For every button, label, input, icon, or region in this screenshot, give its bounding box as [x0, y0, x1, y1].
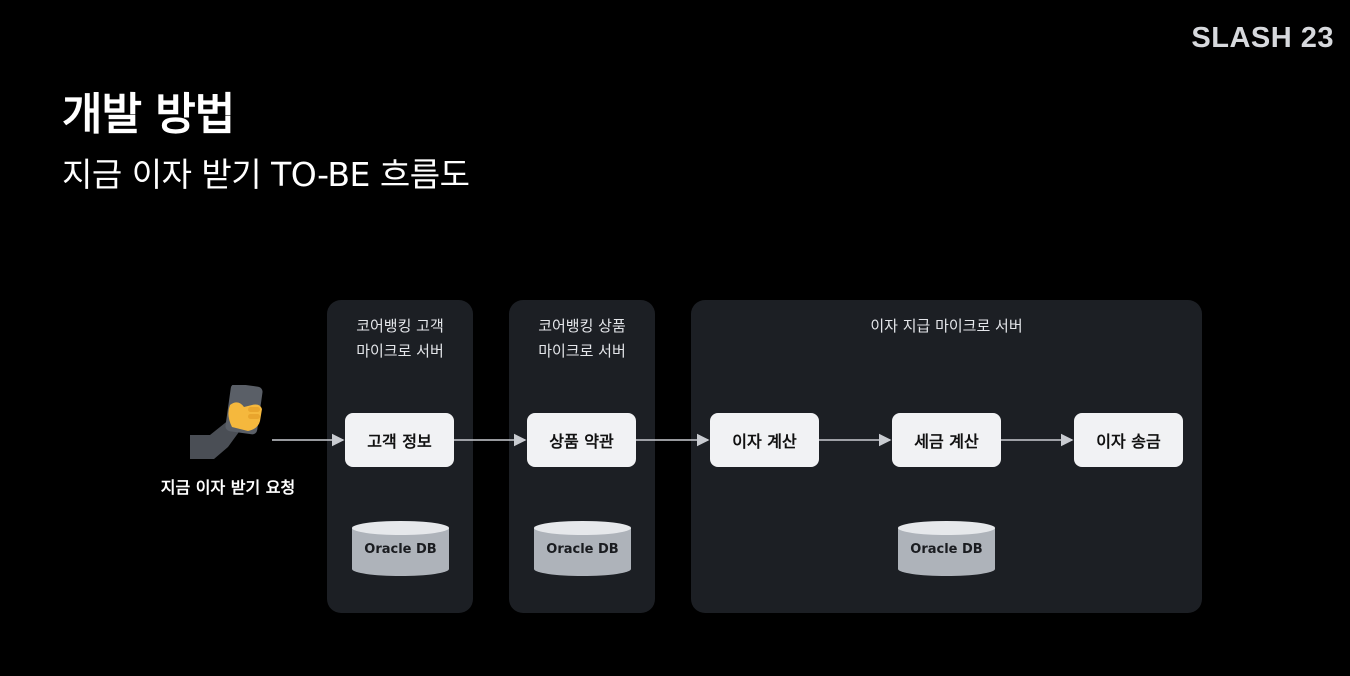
database-interest-payment: Oracle DB	[898, 521, 995, 577]
database-core-product: Oracle DB	[534, 521, 631, 577]
node-interest-transfer: 이자 송금	[1074, 413, 1183, 467]
brand-logo: SLASH 23	[1191, 22, 1334, 54]
node-product-terms: 상품 약관	[527, 413, 636, 467]
database-core-customer: Oracle DB	[352, 521, 449, 577]
database-label: Oracle DB	[910, 542, 983, 557]
slide-subtitle: 지금 이자 받기 TO-BE 흐름도	[62, 155, 470, 194]
database-label: Oracle DB	[546, 542, 619, 557]
node-interest-calculation: 이자 계산	[710, 413, 819, 467]
database-label: Oracle DB	[364, 542, 437, 557]
node-customer-info: 고객 정보	[345, 413, 454, 467]
node-tax-calculation: 세금 계산	[892, 413, 1001, 467]
database-icon	[534, 521, 631, 576]
slide-title: 개발 방법	[62, 89, 235, 140]
hand-holding-phone-icon	[190, 385, 263, 459]
panel-label-interest-payment: 이자 지급 마이크로 서버	[870, 317, 1023, 335]
panel-label-core-customer: 코어뱅킹 고객 마이크로 서버	[356, 317, 444, 360]
requester-label: 지금 이자 받기 요청	[160, 478, 296, 497]
panel-label-core-product: 코어뱅킹 상품 마이크로 서버	[538, 317, 626, 360]
database-icon	[898, 521, 995, 576]
database-icon	[352, 521, 449, 576]
